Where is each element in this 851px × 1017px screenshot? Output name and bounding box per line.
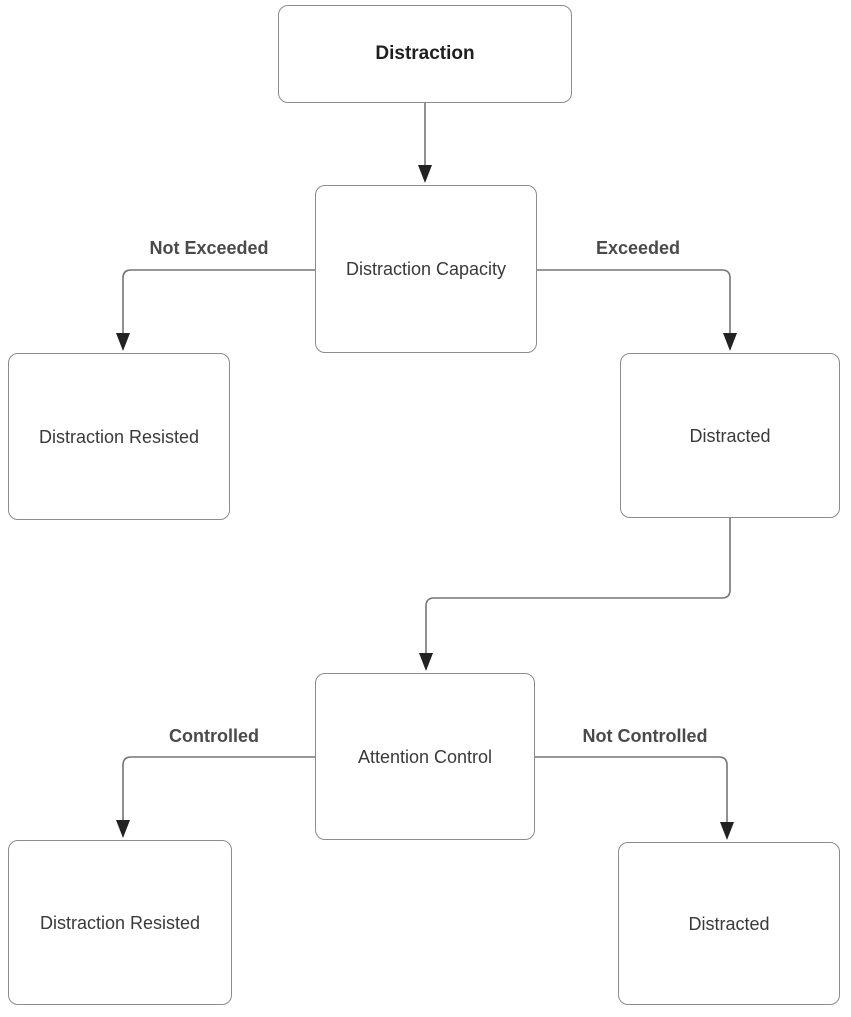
node-distraction-resisted-bottom: Distraction Resisted bbox=[8, 840, 232, 1005]
node-attention-control: Attention Control bbox=[315, 673, 535, 840]
node-distraction-capacity: Distraction Capacity bbox=[315, 185, 537, 353]
edge-label-not-exceeded: Not Exceeded bbox=[149, 238, 269, 258]
node-distraction-resisted-bottom-label: Distraction Resisted bbox=[39, 912, 201, 933]
edge-capacity-exceeded bbox=[537, 269, 737, 351]
arrowhead-down-icon bbox=[720, 822, 734, 840]
node-distraction: Distraction bbox=[278, 5, 572, 103]
arrowhead-down-icon bbox=[723, 333, 737, 351]
edge-distracted-to-attention bbox=[419, 518, 731, 671]
node-distracted-top: Distracted bbox=[620, 353, 840, 518]
arrowhead-down-icon bbox=[116, 333, 130, 351]
node-distraction-resisted-top: Distraction Resisted bbox=[8, 353, 230, 520]
node-distracted-top-label: Distracted bbox=[689, 425, 771, 446]
edge-label-exceeded: Exceeded bbox=[595, 238, 681, 258]
node-distraction-capacity-label: Distraction Capacity bbox=[345, 259, 507, 279]
edge-attention-controlled bbox=[116, 756, 315, 838]
node-distraction-label: Distraction bbox=[375, 43, 475, 64]
arrowhead-down-icon bbox=[418, 165, 432, 183]
node-distracted-bottom: Distracted bbox=[618, 842, 840, 1005]
arrowhead-down-icon bbox=[116, 820, 130, 838]
edge-distraction-to-capacity bbox=[418, 103, 432, 183]
node-attention-control-label: Attention Control bbox=[357, 746, 493, 767]
edge-attention-not-controlled bbox=[535, 756, 734, 840]
arrowhead-down-icon bbox=[419, 653, 433, 671]
edge-capacity-not-exceeded bbox=[116, 269, 315, 351]
node-distracted-bottom-label: Distracted bbox=[688, 913, 770, 934]
edge-label-controlled: Controlled bbox=[169, 726, 259, 746]
edge-label-not-controlled: Not Controlled bbox=[582, 726, 708, 746]
node-distraction-resisted-top-label: Distraction Resisted bbox=[38, 426, 200, 447]
